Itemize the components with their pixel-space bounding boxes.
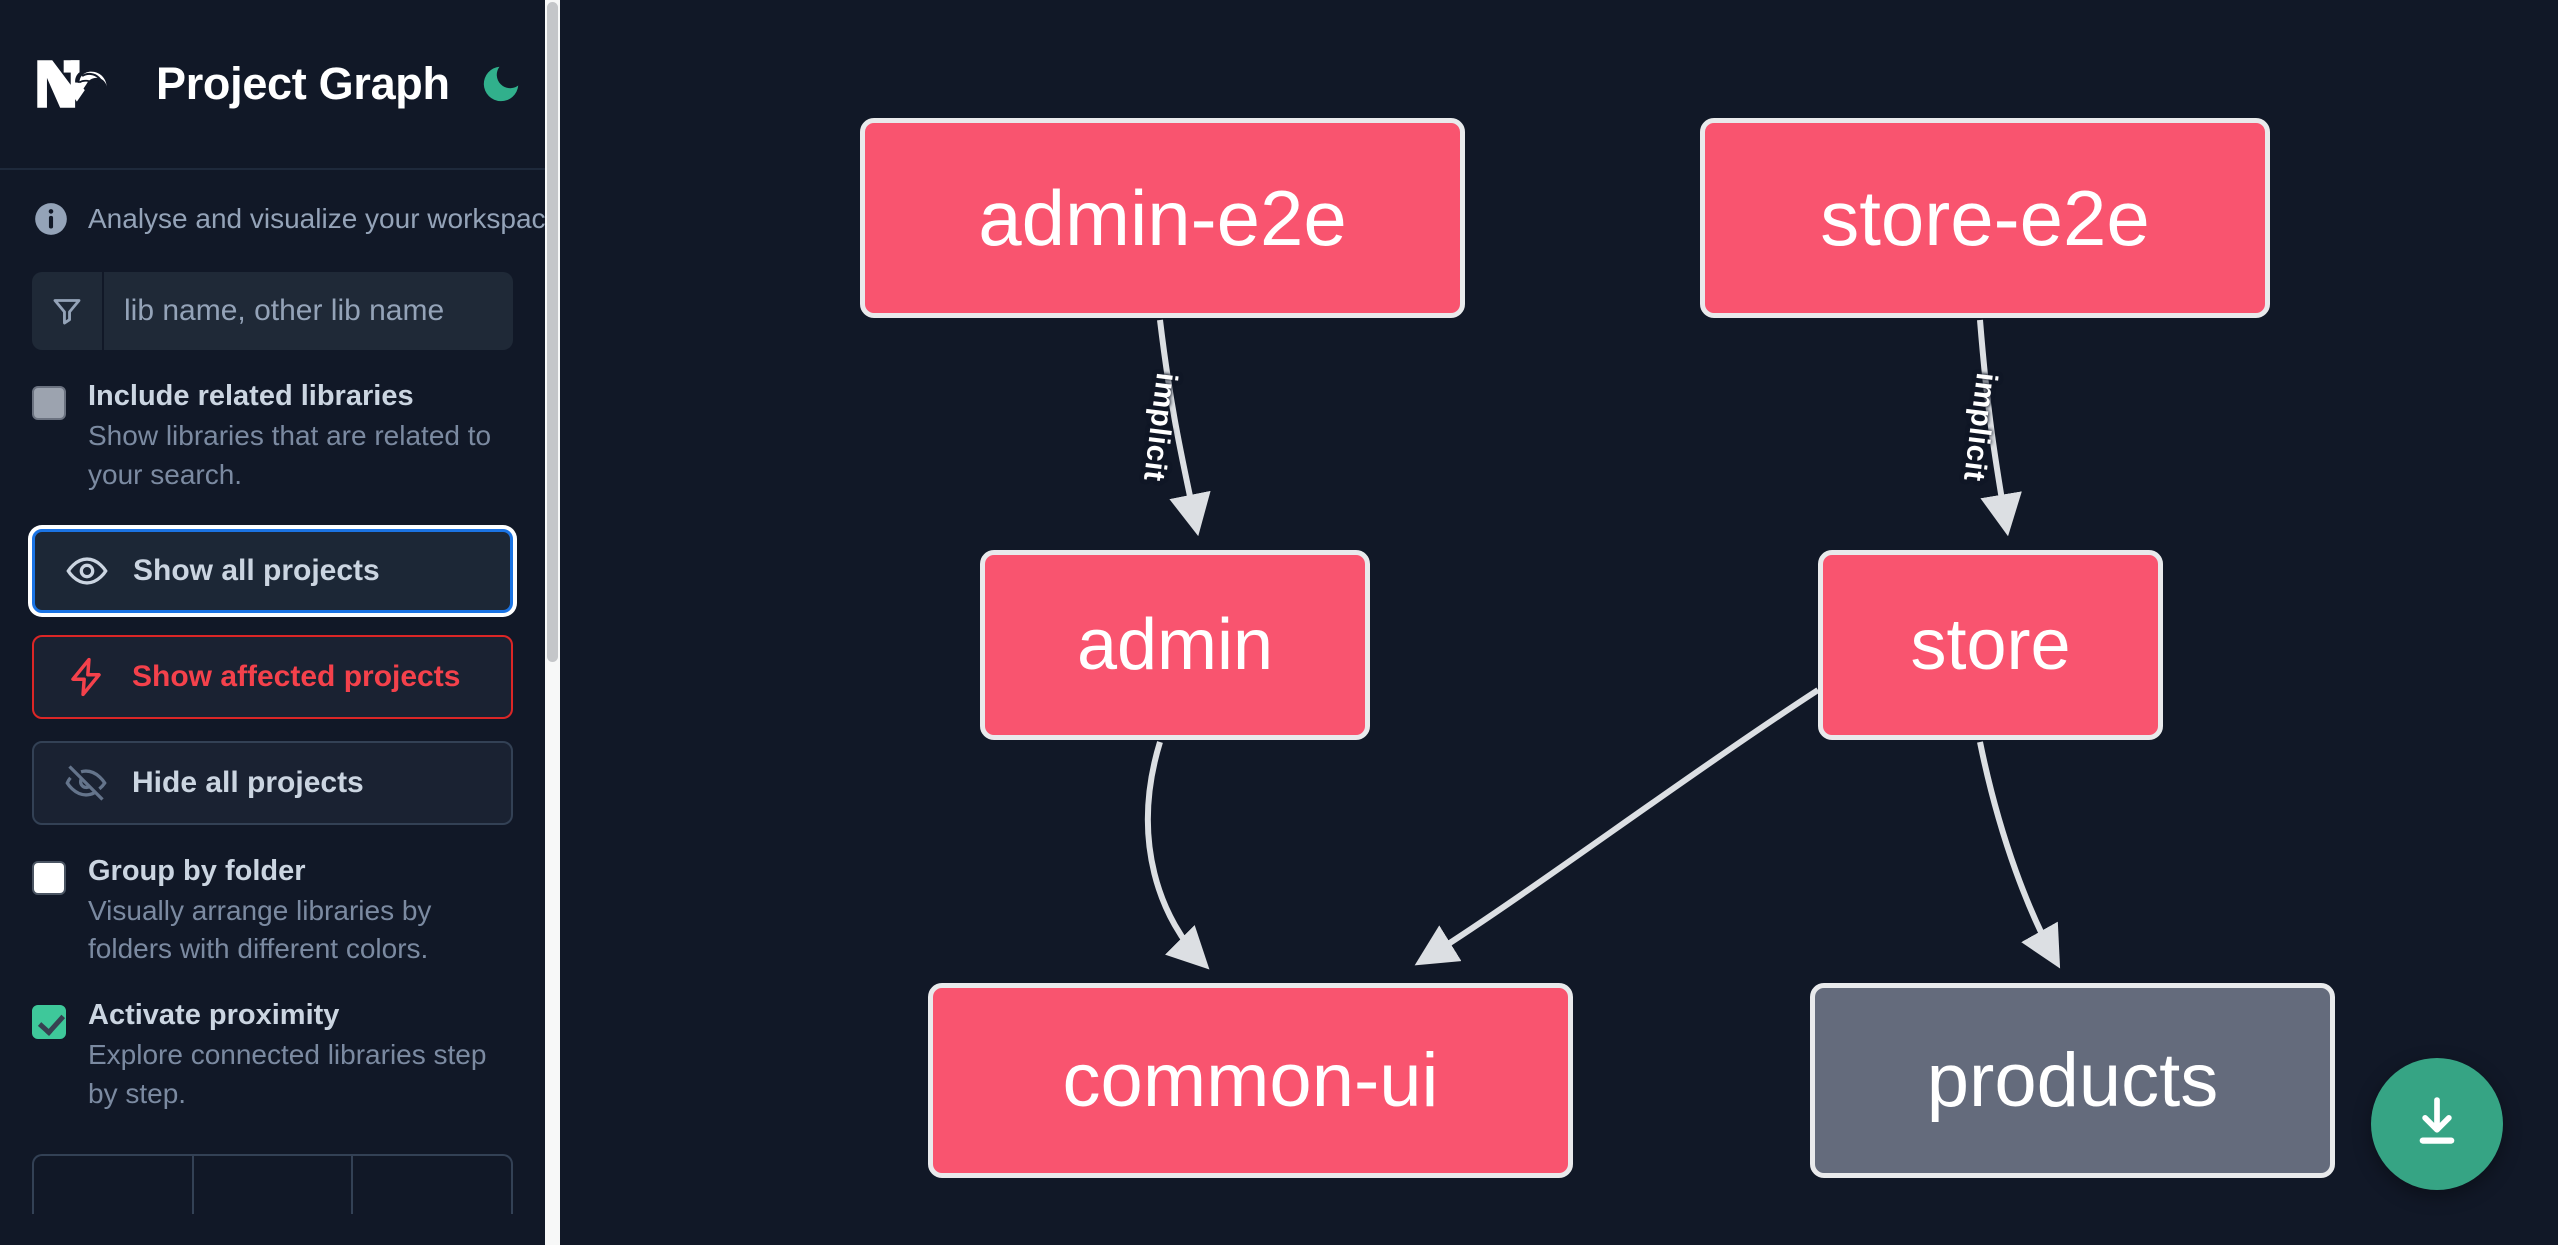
option-description: Show libraries that are related to your … — [88, 420, 492, 490]
page-title: Project Graph — [156, 58, 450, 109]
option-text: Group by folder Visually arrange librari… — [88, 853, 508, 970]
hide-all-projects-label: Hide all projects — [132, 765, 364, 799]
download-button[interactable] — [2371, 1058, 2503, 1190]
node-label: admin — [1076, 605, 1274, 685]
nx-logo-icon — [32, 53, 120, 115]
sidebar-scrollbar-thumb[interactable] — [547, 2, 558, 662]
segmented-control-partial[interactable] — [32, 1153, 513, 1214]
node-label: store — [1910, 605, 2071, 685]
info-icon — [32, 200, 70, 238]
graph-node-admin-e2e[interactable]: admin-e2e — [860, 118, 1465, 318]
sidebar-header: Project Graph — [0, 0, 545, 170]
option-label: Include related libraries — [88, 380, 414, 412]
graph-node-products[interactable]: products — [1810, 983, 2335, 1178]
option-label: Group by folder — [88, 854, 306, 887]
search-section — [0, 262, 545, 350]
lightning-icon — [64, 655, 108, 699]
action-button-stack: Show all projects Show affected projects — [0, 495, 545, 825]
search-box[interactable] — [32, 272, 513, 350]
option-description: Visually arrange libraries by folders wi… — [88, 894, 432, 965]
eye-icon — [65, 549, 109, 593]
sidebar-scrollbar[interactable] — [545, 0, 560, 1245]
option-text: Activate proximity Explore connected lib… — [88, 997, 508, 1114]
include-related-libraries-checkbox[interactable] — [32, 386, 66, 420]
option-text: Include related libraries Show libraries… — [88, 378, 508, 495]
moon-icon[interactable] — [478, 57, 524, 111]
graph-node-store-e2e[interactable]: store-e2e — [1700, 118, 2270, 318]
edge-admin-to-common-ui — [1145, 741, 1210, 970]
node-label: products — [1926, 1038, 2219, 1123]
graph-node-store[interactable]: store — [1818, 550, 2163, 740]
edge-store-to-products — [1977, 741, 2061, 969]
graph-edges-layer — [1145, 319, 2061, 970]
edge-admin-e2e-to-admin — [1157, 319, 1211, 537]
option-label: Activate proximity — [88, 999, 340, 1031]
show-affected-projects-button[interactable]: Show affected projects — [32, 634, 513, 719]
hide-all-projects-button[interactable]: Hide all projects — [32, 740, 513, 825]
download-icon — [2406, 1091, 2468, 1158]
sidebar-scroll-area: Project Graph Analyse and visualize your… — [0, 0, 560, 1245]
show-all-projects-button[interactable]: Show all projects — [32, 528, 513, 613]
segment-1[interactable] — [34, 1155, 194, 1214]
filter-icon — [32, 272, 104, 350]
search-input[interactable] — [104, 272, 513, 350]
show-affected-projects-label: Show affected projects — [132, 659, 461, 693]
sidebar-tagline: Analyse and visualize your workspace. — [0, 170, 560, 262]
segment-2[interactable] — [194, 1155, 354, 1214]
option-activate-proximity[interactable]: Activate proximity Explore connected lib… — [0, 969, 545, 1114]
eye-off-icon — [64, 761, 108, 805]
tagline-text: Analyse and visualize your workspace. — [88, 203, 560, 234]
sidebar: Project Graph Analyse and visualize your… — [0, 0, 560, 1245]
group-by-folder-checkbox[interactable] — [32, 860, 66, 895]
graph-canvas[interactable]: admin-e2e store-e2e admin store common-u… — [560, 0, 2558, 1245]
show-all-projects-label: Show all projects — [133, 553, 380, 587]
option-description: Explore connected libraries step by step… — [88, 1039, 487, 1109]
node-label: admin-e2e — [978, 173, 1347, 262]
activate-proximity-checkbox[interactable] — [32, 1005, 66, 1039]
edge-store-e2e-to-store — [1977, 319, 2022, 537]
node-label: common-ui — [1062, 1038, 1439, 1123]
node-label: store-e2e — [1820, 173, 2150, 262]
option-group-by-folder[interactable]: Group by folder Visually arrange librari… — [0, 825, 545, 970]
graph-node-common-ui[interactable]: common-ui — [928, 983, 1573, 1178]
segment-3[interactable] — [353, 1156, 511, 1214]
option-include-related-libraries[interactable]: Include related libraries Show libraries… — [0, 350, 545, 495]
edge-store-to-common-ui — [1414, 687, 1820, 966]
graph-node-admin[interactable]: admin — [980, 550, 1370, 740]
